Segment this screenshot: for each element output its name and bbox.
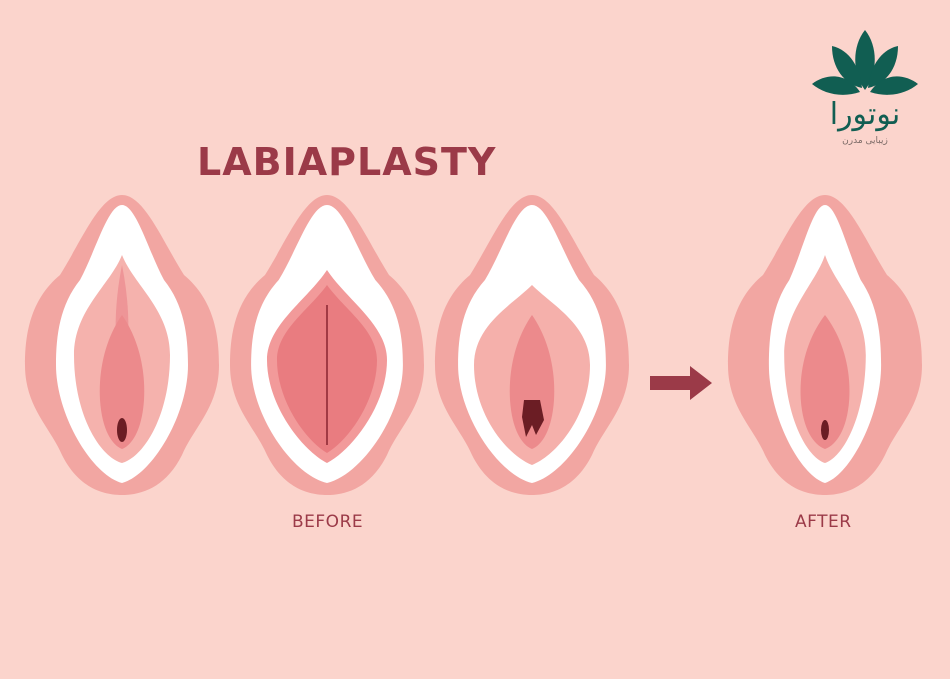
- diagram-title: LABIAPLASTY: [197, 140, 497, 184]
- logo-tagline: زیبایی مدرن: [842, 136, 888, 146]
- before-figure-1: [25, 195, 219, 495]
- logo-name: نوتورا: [829, 97, 901, 132]
- before-figure-2: [230, 195, 424, 495]
- before-label: BEFORE: [292, 512, 364, 532]
- before-figure-3: [435, 195, 629, 495]
- lotus-icon: [812, 30, 918, 95]
- brand-logo: نوتورا زیبایی مدرن: [805, 28, 925, 146]
- right-arrow-icon: [650, 366, 712, 400]
- after-figure: [728, 195, 922, 495]
- after-label: AFTER: [795, 512, 852, 532]
